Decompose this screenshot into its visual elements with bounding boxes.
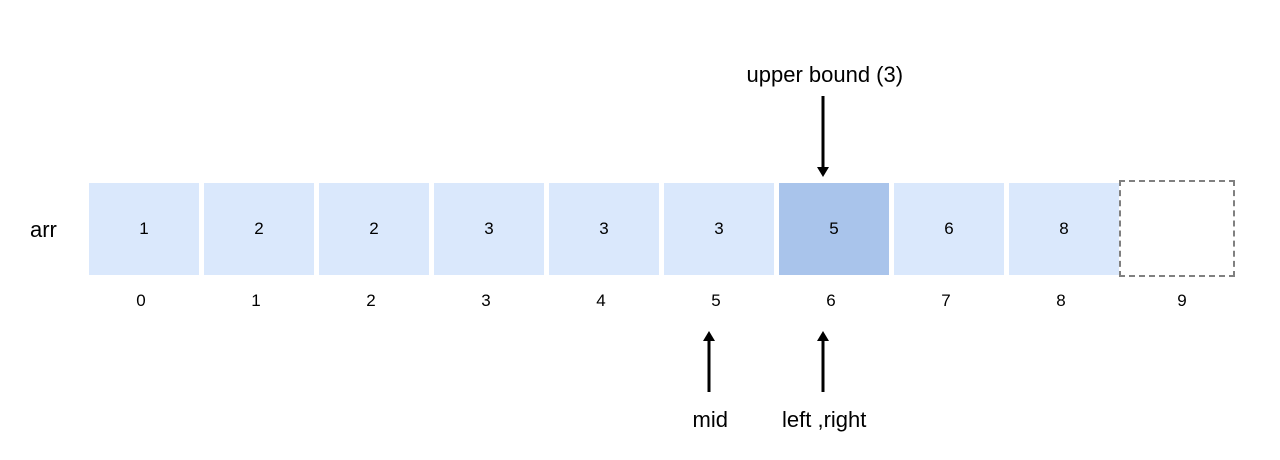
- array-cell: 3: [434, 183, 544, 275]
- array-cell: 5: [779, 183, 889, 275]
- array-index: 2: [366, 291, 376, 310]
- array-cell: 3: [664, 183, 774, 275]
- array-cell-value: 2: [369, 219, 379, 238]
- array-index: 3: [481, 291, 491, 310]
- array-index: 8: [1056, 291, 1066, 310]
- array-cell-value: 3: [714, 219, 724, 238]
- array-cell-value: 3: [599, 219, 609, 238]
- array-cell-value: 3: [484, 219, 494, 238]
- array-index: 6: [826, 291, 836, 310]
- array-name-label: arr: [30, 217, 57, 242]
- array-index: 5: [711, 291, 721, 310]
- array-index: 4: [596, 291, 606, 310]
- array-index: 0: [136, 291, 146, 310]
- array-cell-value: 2: [254, 219, 264, 238]
- array-cell-empty: [1119, 180, 1235, 277]
- array-cell: 8: [1009, 183, 1119, 275]
- array-cell-value: 8: [1059, 219, 1069, 238]
- array-cell-value: 1: [139, 219, 149, 238]
- array-cell-value: 6: [944, 219, 954, 238]
- array-cell: 6: [894, 183, 1004, 275]
- array-index: 9: [1177, 291, 1187, 310]
- mid-label: mid: [692, 407, 728, 432]
- array-index: 1: [251, 291, 261, 310]
- array-cell: 2: [204, 183, 314, 275]
- array-cell: 2: [319, 183, 429, 275]
- array-index: 7: [941, 291, 951, 310]
- array-cell: 3: [549, 183, 659, 275]
- array-cell-value: 5: [829, 219, 839, 238]
- upper-bound-label: upper bound (3): [746, 62, 904, 87]
- left-right-label: left ,right: [782, 407, 867, 432]
- array-cell: 1: [89, 183, 199, 275]
